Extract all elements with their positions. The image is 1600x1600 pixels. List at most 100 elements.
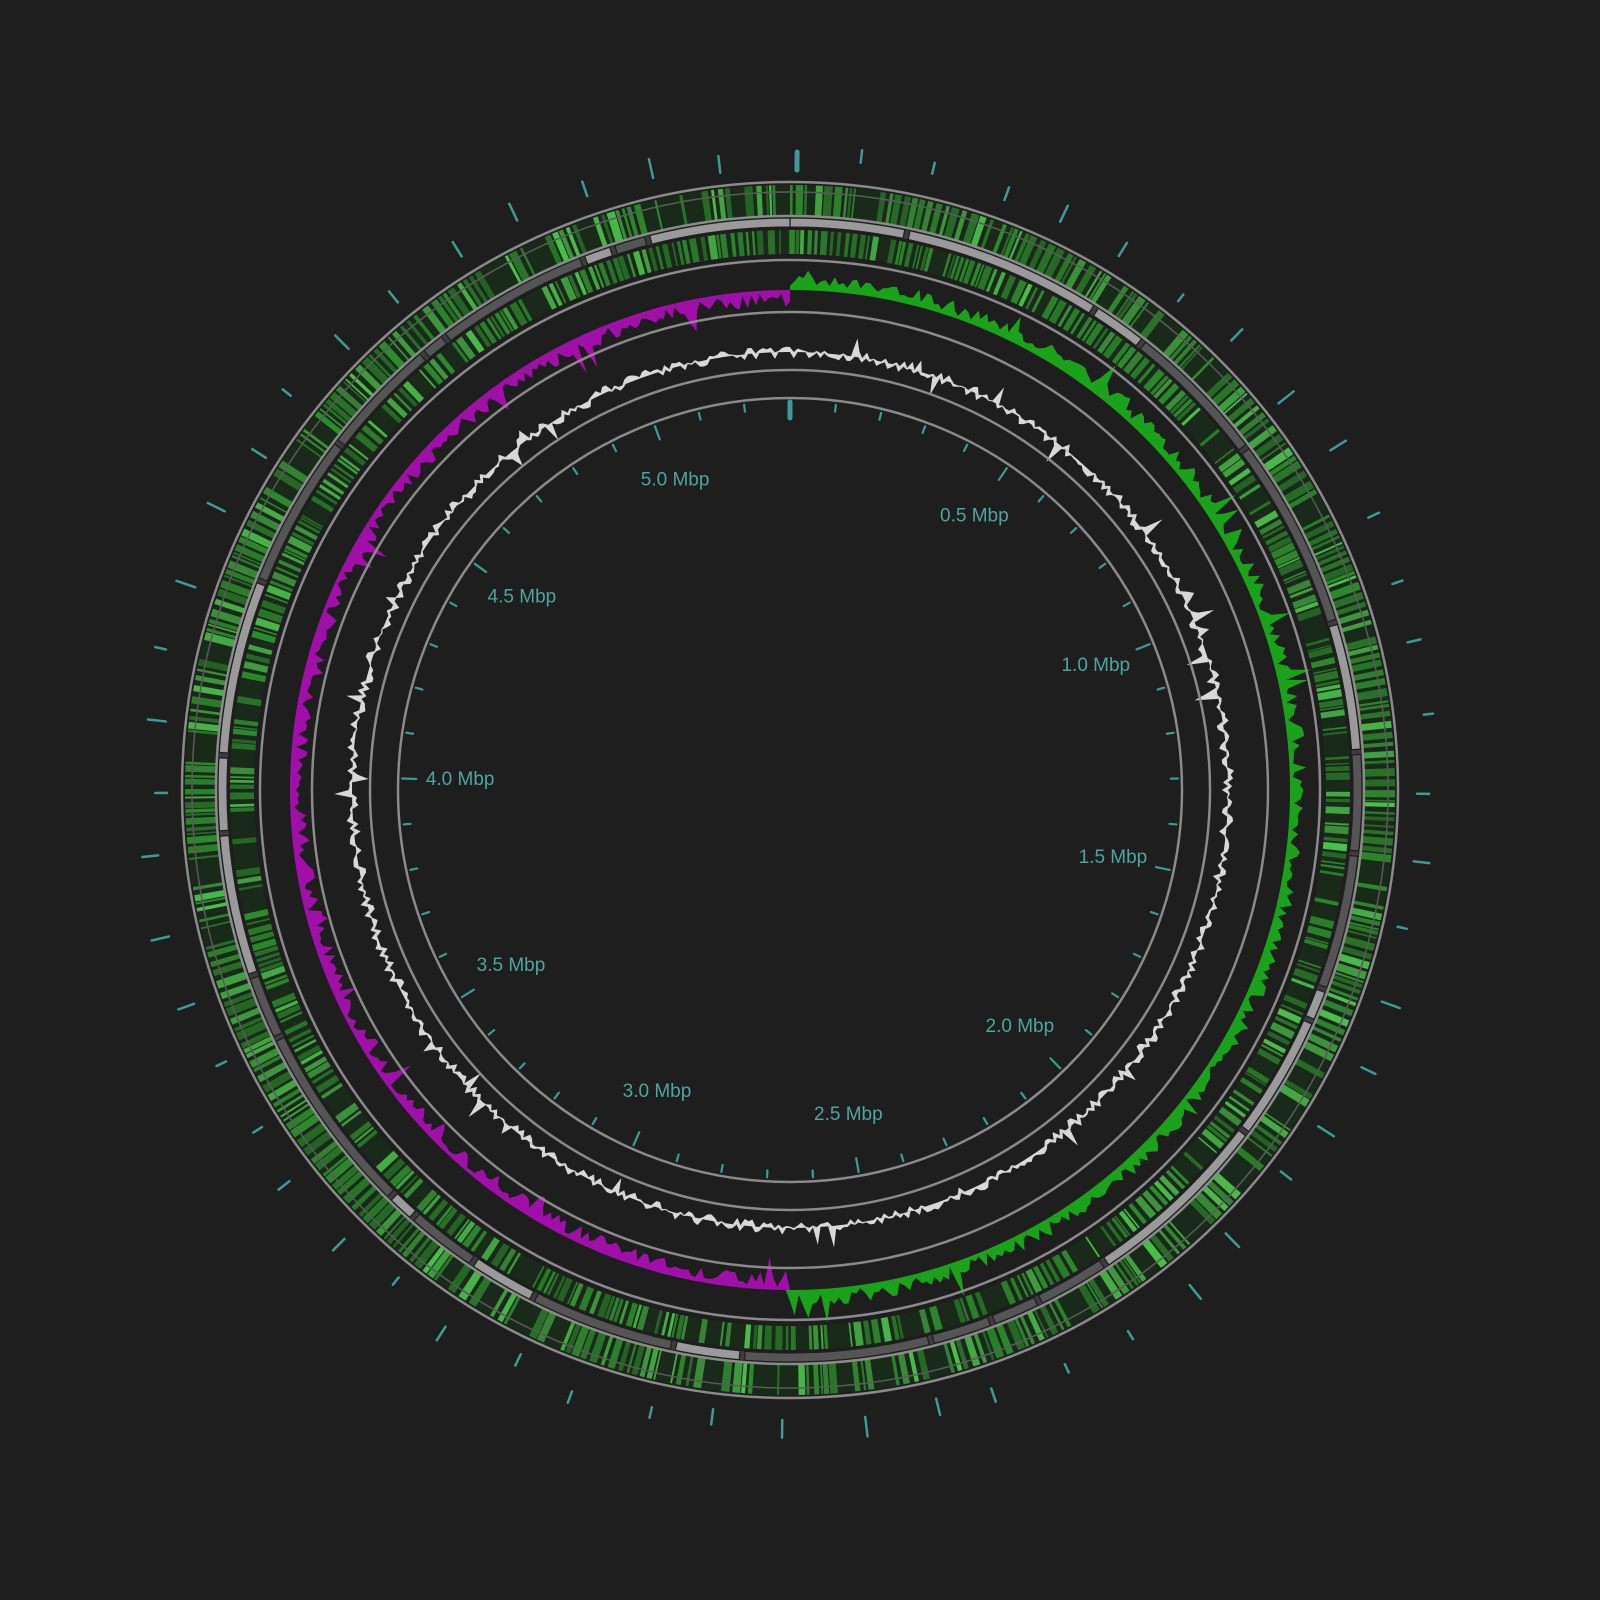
reverse-strand-feature	[284, 545, 308, 559]
scale-tick	[1020, 1091, 1027, 1100]
forward-strand-feature	[185, 789, 216, 795]
reverse-strand-feature	[1181, 407, 1201, 426]
forward-strand-feature	[1278, 470, 1308, 492]
reverse-strand-feature	[1293, 967, 1319, 983]
reverse-strand-feature	[1076, 316, 1093, 339]
forward-strand-feature	[325, 398, 352, 422]
reverse-strand-feature	[1057, 304, 1073, 328]
reverse-strand-feature	[1296, 607, 1322, 622]
outer-tick	[215, 1060, 228, 1068]
reverse-strand-feature	[398, 387, 418, 407]
forward-strand-feature	[241, 528, 272, 548]
reverse-strand-feature	[1224, 1101, 1247, 1118]
reverse-strand-feature	[648, 247, 659, 272]
reverse-strand-feature	[238, 884, 263, 891]
reverse-strand-feature	[375, 1150, 399, 1173]
outer-tick	[146, 718, 167, 723]
outer-tick-marks	[141, 149, 1435, 1439]
forward-strand-feature	[1088, 1278, 1109, 1308]
reverse-strand-feature	[1045, 1259, 1061, 1283]
outer-tick	[990, 1387, 997, 1403]
reverse-strand-feature	[912, 244, 920, 269]
reverse-strand-feature	[274, 1000, 299, 1013]
reverse-strand-feature	[1322, 841, 1348, 852]
reverse-strand-feature	[393, 392, 413, 412]
reverse-strand-feature	[429, 358, 449, 380]
track-ring	[191, 191, 1389, 1389]
reverse-strand-feature	[962, 259, 976, 285]
reverse-strand-feature	[230, 792, 255, 800]
scale-tick	[697, 411, 702, 421]
reverse-strand-feature	[254, 945, 279, 957]
reverse-strand-feature	[919, 1308, 931, 1334]
reverse-strand-feature	[479, 321, 497, 344]
outer-tick	[451, 240, 463, 258]
reverse-strand-feature	[903, 242, 914, 268]
reverse-strand-feature	[232, 738, 257, 745]
forward-strand-feature	[447, 1264, 472, 1294]
reverse-strand-feature	[423, 362, 444, 385]
scale-tick	[535, 494, 543, 503]
reverse-strand-feature	[400, 1174, 419, 1194]
contig-segment	[218, 581, 267, 754]
reverse-strand-feature	[330, 467, 352, 484]
reverse-strand-feature	[1303, 938, 1329, 950]
reverse-strand-feature	[422, 1194, 441, 1215]
reverse-strand-feature	[243, 908, 269, 921]
reverse-strand-feature	[237, 875, 262, 885]
reverse-strand-feature	[671, 242, 679, 267]
reverse-strand-feature	[667, 1312, 676, 1338]
scale-tick	[1165, 731, 1175, 735]
reverse-strand-feature	[1165, 390, 1186, 411]
reverse-strand-feature	[383, 1158, 406, 1180]
forward-strand-feature	[185, 801, 216, 809]
reverse-strand-feature	[567, 1281, 578, 1305]
forward-strand-feature	[329, 391, 358, 417]
forward-strand-feature	[1206, 372, 1233, 398]
gc-content-track	[334, 338, 1235, 1248]
scale-tick	[414, 686, 424, 691]
reverse-strand-feature	[1197, 1136, 1218, 1154]
reverse-strand-feature	[275, 566, 299, 579]
reverse-strand-feature	[1070, 312, 1086, 335]
forward-strand-feature	[1019, 235, 1038, 266]
reverse-strand-feature	[532, 1265, 545, 1288]
scale-tick	[553, 1091, 560, 1100]
forward-strand-feature	[234, 544, 265, 563]
forward-strand-feature	[342, 1177, 371, 1204]
reverse-strand-feature	[719, 1321, 725, 1346]
reverse-strand-feature	[891, 1315, 900, 1340]
reverse-strand-feature	[386, 397, 408, 419]
reverse-strand-feature	[724, 1322, 732, 1347]
contig-segment	[1240, 1019, 1313, 1133]
reverse-strand-feature	[1135, 1195, 1157, 1219]
forward-strand-feature	[508, 250, 530, 281]
forward-strand-feature	[1284, 480, 1315, 503]
outer-tick	[507, 202, 519, 222]
reverse-strand-feature	[953, 1298, 967, 1324]
reverse-strand-feature	[418, 369, 437, 389]
forward-strand-feature	[335, 385, 363, 411]
reverse-strand-feature	[688, 238, 700, 263]
forward-strand-feature	[296, 1123, 326, 1148]
scale-tick	[962, 443, 969, 453]
reverse-strand-feature	[446, 1213, 466, 1236]
reverse-strand-feature	[1321, 851, 1347, 860]
outer-tick	[859, 149, 864, 164]
reverse-strand-feature	[333, 463, 355, 480]
reverse-strand-feature	[278, 559, 302, 573]
reverse-strand-feature	[1283, 570, 1306, 582]
reverse-strand-feature	[1277, 556, 1300, 569]
outer-tick	[150, 935, 171, 942]
reverse-strand-feature	[232, 728, 258, 737]
reverse-strand-feature	[785, 1325, 789, 1350]
forward-strand-feature	[474, 270, 496, 300]
forward-strand-feature	[262, 486, 293, 508]
reverse-strand-feature	[1123, 1208, 1140, 1229]
reverse-strand-feature	[470, 1230, 488, 1253]
reverse-strand-feature	[556, 1277, 573, 1302]
reverse-strand-feature	[1318, 698, 1344, 709]
reverse-strand-feature	[946, 254, 956, 279]
reverse-strand-feature	[676, 240, 685, 266]
forward-strand-feature	[1364, 768, 1395, 777]
